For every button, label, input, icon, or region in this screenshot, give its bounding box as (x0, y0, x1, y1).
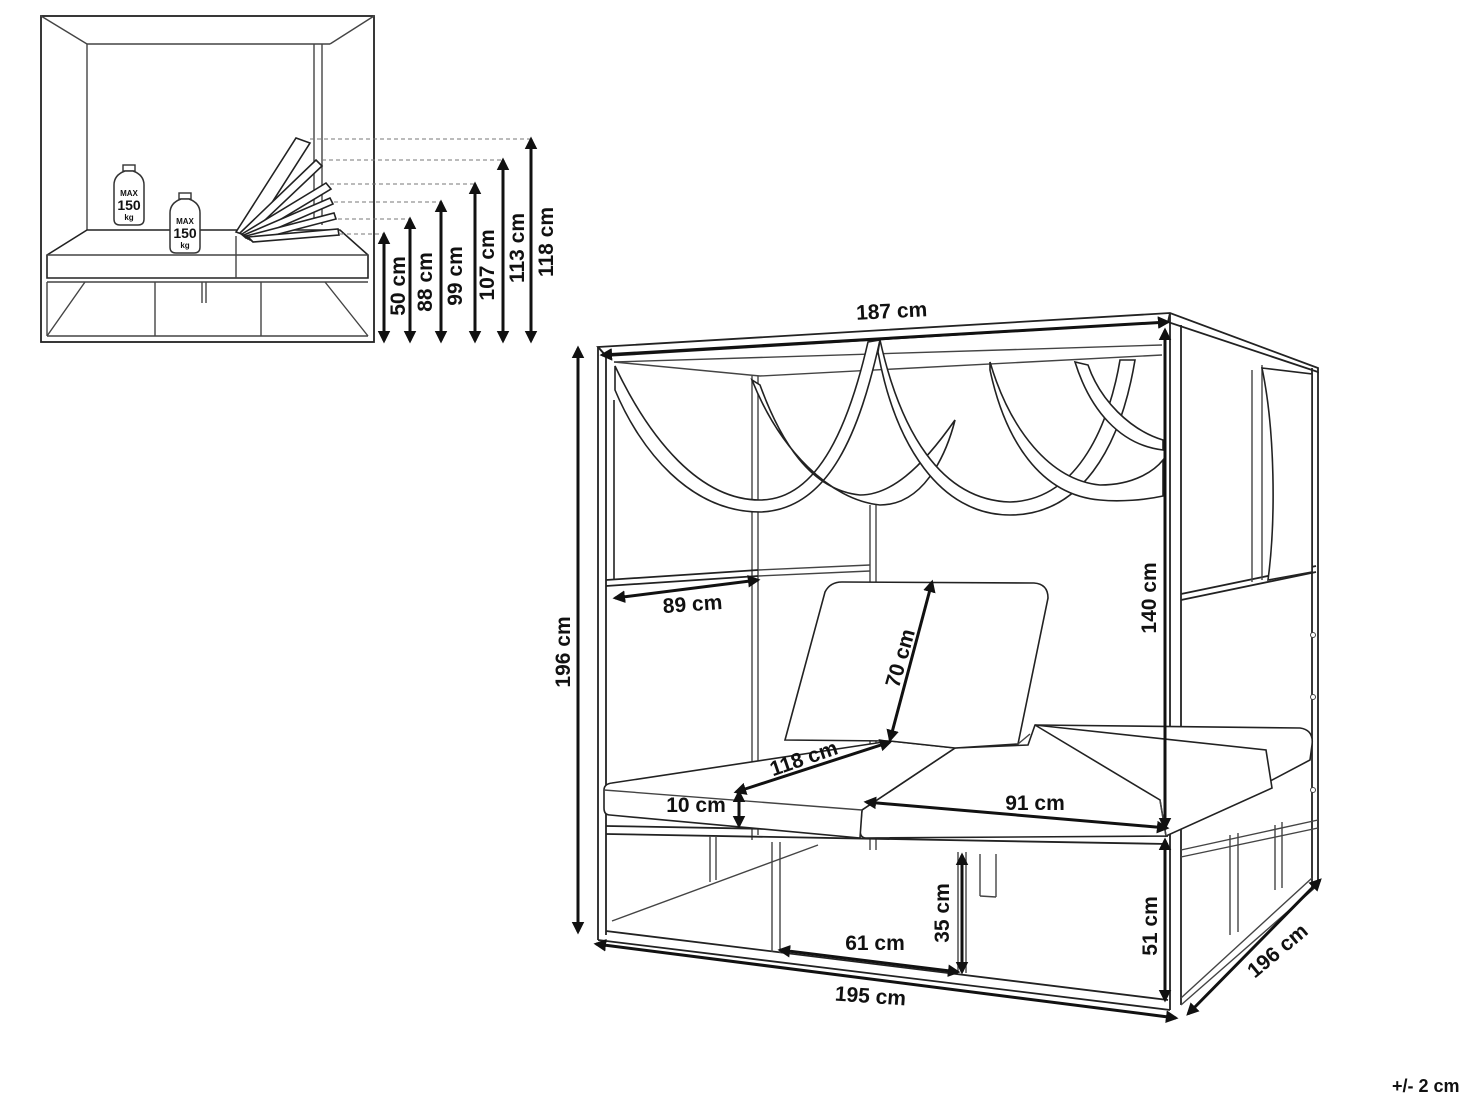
height-label-50: 50 cm (387, 256, 410, 316)
arrow-mattress-width (863, 796, 1170, 834)
weight-value: 150 (117, 197, 141, 213)
dim-mattress-width: 91 cm (1005, 792, 1065, 815)
side-height-arrows (377, 136, 538, 344)
weight-max: MAX (176, 217, 194, 226)
height-projection-lines (310, 138, 531, 235)
main-dimension-arrows (571, 316, 1322, 1023)
weight-icon (113, 170, 145, 226)
arrow-depth (1186, 878, 1322, 1016)
dim-bottom-width: 195 cm (834, 983, 907, 1011)
dim-depth: 196 cm (1243, 919, 1312, 982)
weight-icon (169, 198, 201, 254)
weight-tag: MAX 150 kg (113, 164, 145, 226)
arrow-bottom-width (593, 939, 1179, 1023)
dim-side-depth: 89 cm (662, 591, 723, 618)
arrow-top-width (599, 316, 1171, 361)
main-view (596, 312, 1319, 1011)
dim-pole-height: 140 cm (1138, 562, 1161, 633)
height-label-118: 118 cm (535, 207, 558, 277)
arrow-mattress-length (733, 739, 893, 795)
arrow-backrest (886, 579, 936, 743)
height-label-88: 88 cm (414, 252, 437, 312)
height-label-107: 107 cm (476, 229, 499, 300)
dim-leg-height: 35 cm (931, 883, 954, 943)
dim-total-height: 196 cm (552, 616, 575, 687)
height-label-113: 113 cm (506, 213, 529, 283)
weight-value: 150 (173, 225, 197, 241)
weight-unit: kg (124, 213, 133, 222)
side-view (40, 15, 375, 343)
side-height-labels: 50 cm 88 cm 99 cm 107 cm 113 cm 118 cm (387, 207, 558, 316)
dim-base-height: 51 cm (1139, 896, 1162, 956)
height-label-99: 99 cm (444, 246, 467, 306)
dim-top-width: 187 cm (855, 298, 927, 325)
weight-unit: kg (180, 241, 189, 250)
dim-mattress-thickness: 10 cm (666, 794, 726, 817)
tolerance-note: +/- 2 cm (1392, 1076, 1460, 1096)
weight-tag: MAX 150 kg (169, 192, 201, 254)
weight-max: MAX (120, 189, 138, 198)
dim-leg-spacing: 61 cm (845, 932, 905, 955)
arrow-side-depth (612, 575, 761, 603)
